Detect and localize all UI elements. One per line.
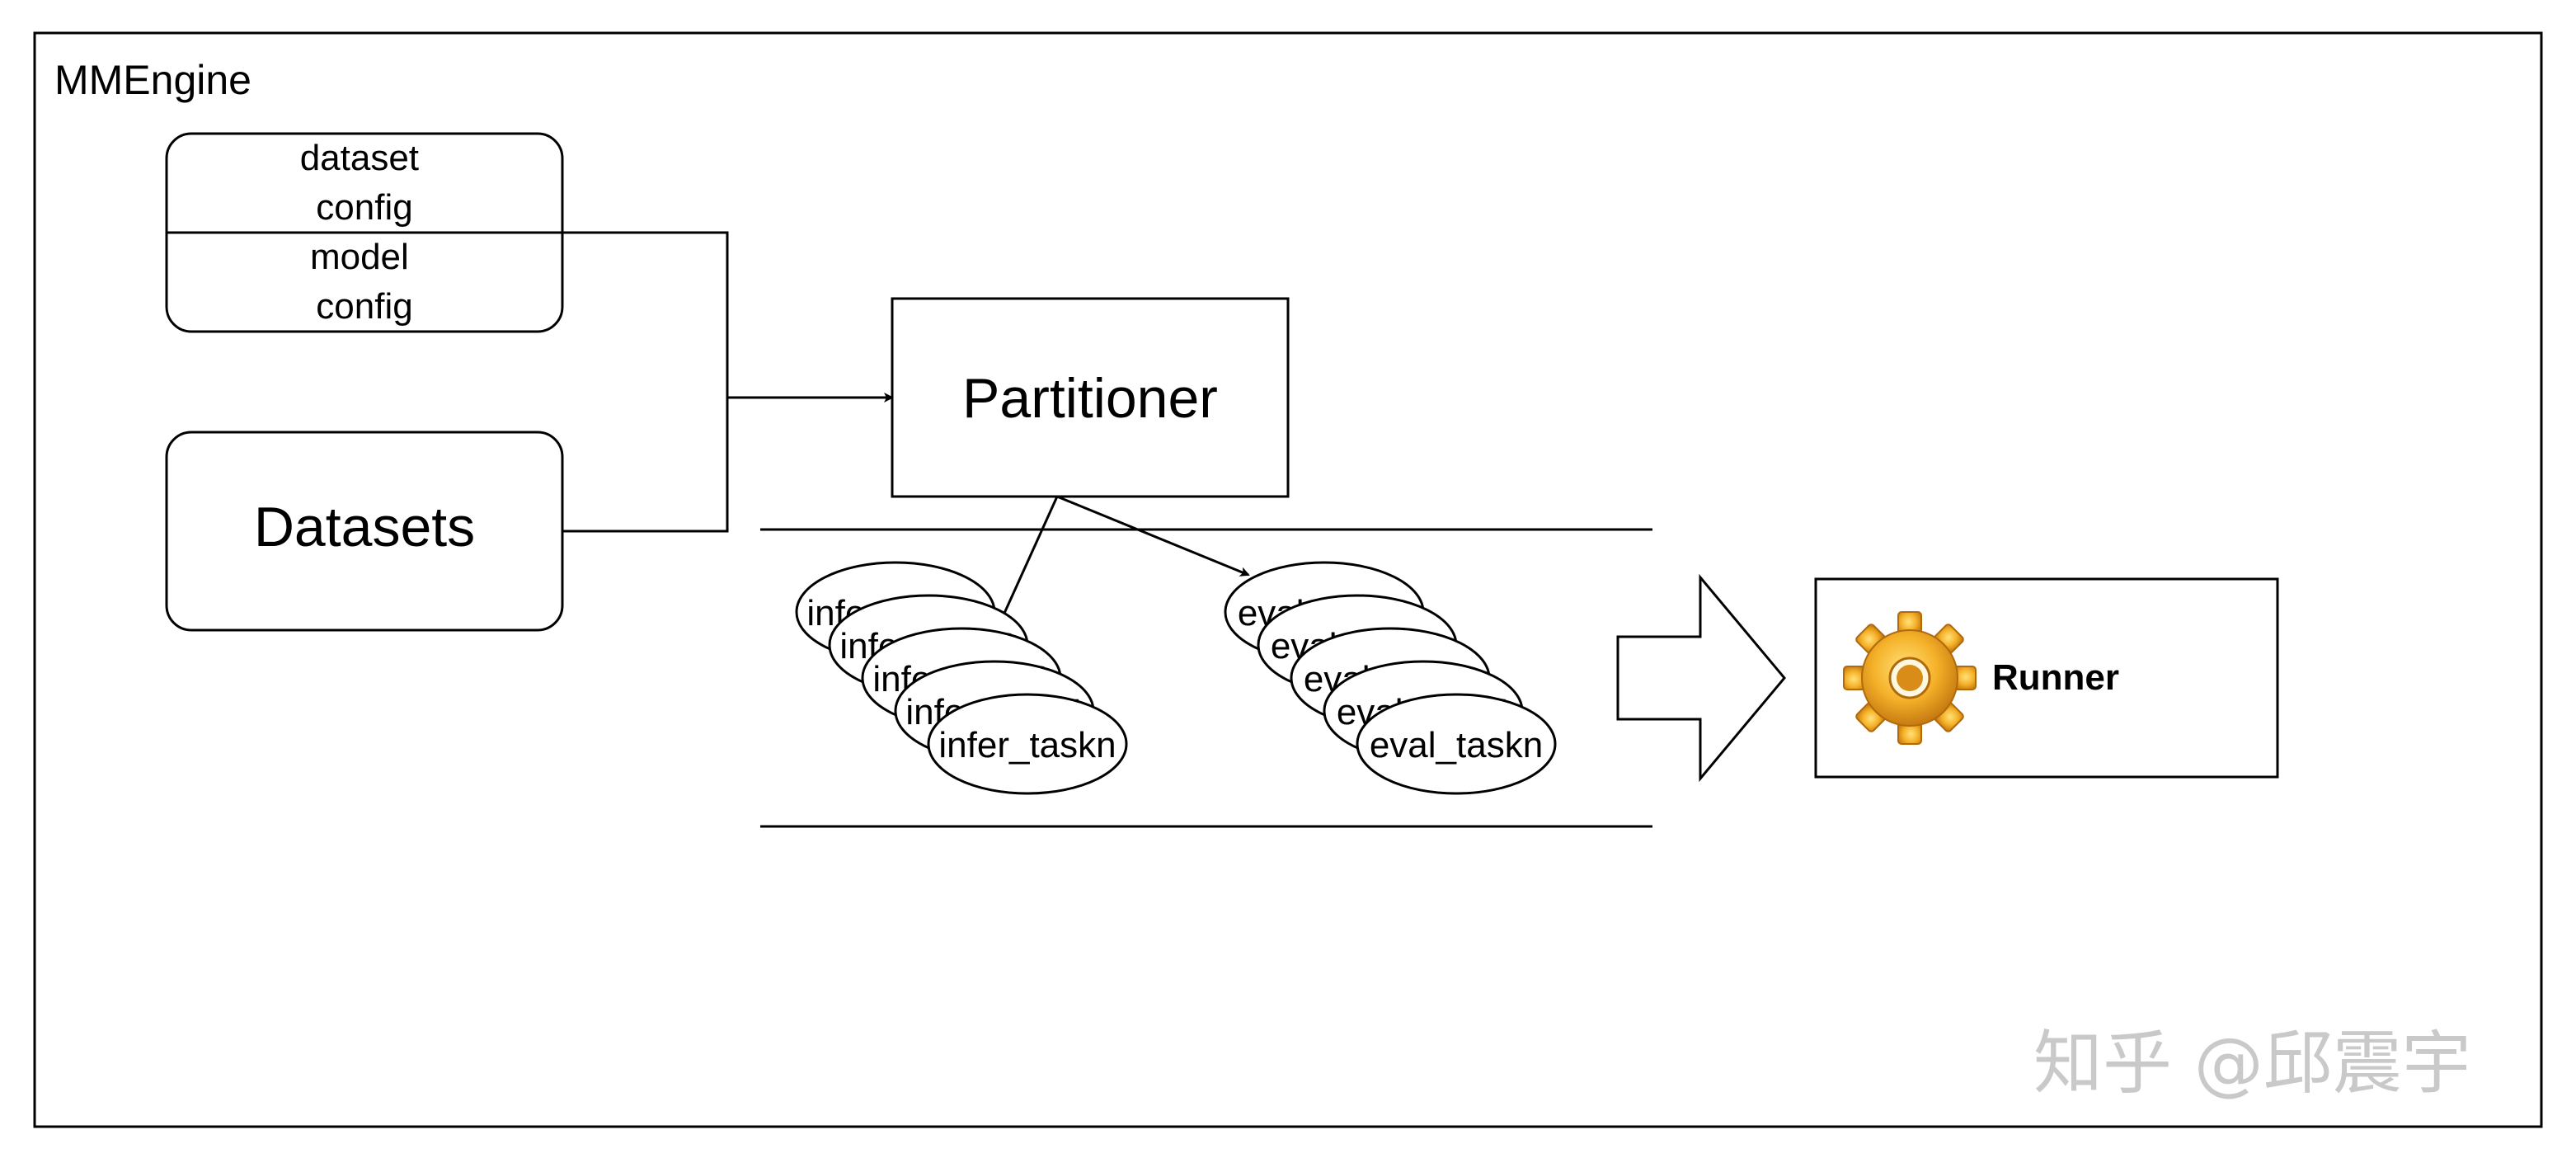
partitioner-box: Partitioner — [891, 297, 1290, 498]
gear-icon — [1843, 611, 1977, 745]
eval-task-label: eval_taskn — [1370, 725, 1543, 765]
dataset-config-line1: dataset — [300, 138, 419, 178]
dataset-config-label: dataset config — [300, 138, 430, 228]
big-arrow — [1616, 573, 1786, 783]
config-box: dataset config model config — [165, 132, 564, 333]
infer-task-ellipse — [927, 693, 1128, 795]
input-connector — [562, 231, 894, 533]
infer-task-5: infer_taskn — [927, 693, 1128, 795]
partitioner-label: Partitioner — [962, 367, 1218, 430]
arrow-to-infer-tasks — [993, 496, 1059, 637]
arrow-to-eval-tasks — [1056, 495, 1250, 577]
mmengine-frame — [33, 31, 2543, 1128]
infer-task-stack: infer_task1infer_task2infer_task3infer_t… — [795, 561, 1128, 795]
eval-task-ellipse — [1356, 693, 1557, 795]
frame-title: MMEngine — [54, 57, 251, 103]
model-config-line2: config — [316, 286, 412, 327]
datasets-box: Datasets — [165, 431, 564, 632]
dataset-config-line2: config — [316, 187, 412, 228]
eval-task-stack: eval_task1eval_task2eval_task3eval_task4… — [1224, 561, 1557, 795]
model-config-label: model config — [310, 237, 419, 327]
runner-label: Runner — [1992, 657, 2119, 698]
eval-task-5: eval_taskn — [1356, 693, 1557, 795]
watermark: 知乎 @邱震宇 — [2033, 1023, 2471, 1104]
model-config-line1: model — [310, 237, 409, 277]
datasets-label: Datasets — [254, 496, 475, 558]
runner-box: Runner — [1814, 577, 2279, 779]
infer-task-label: infer_taskn — [938, 725, 1116, 765]
